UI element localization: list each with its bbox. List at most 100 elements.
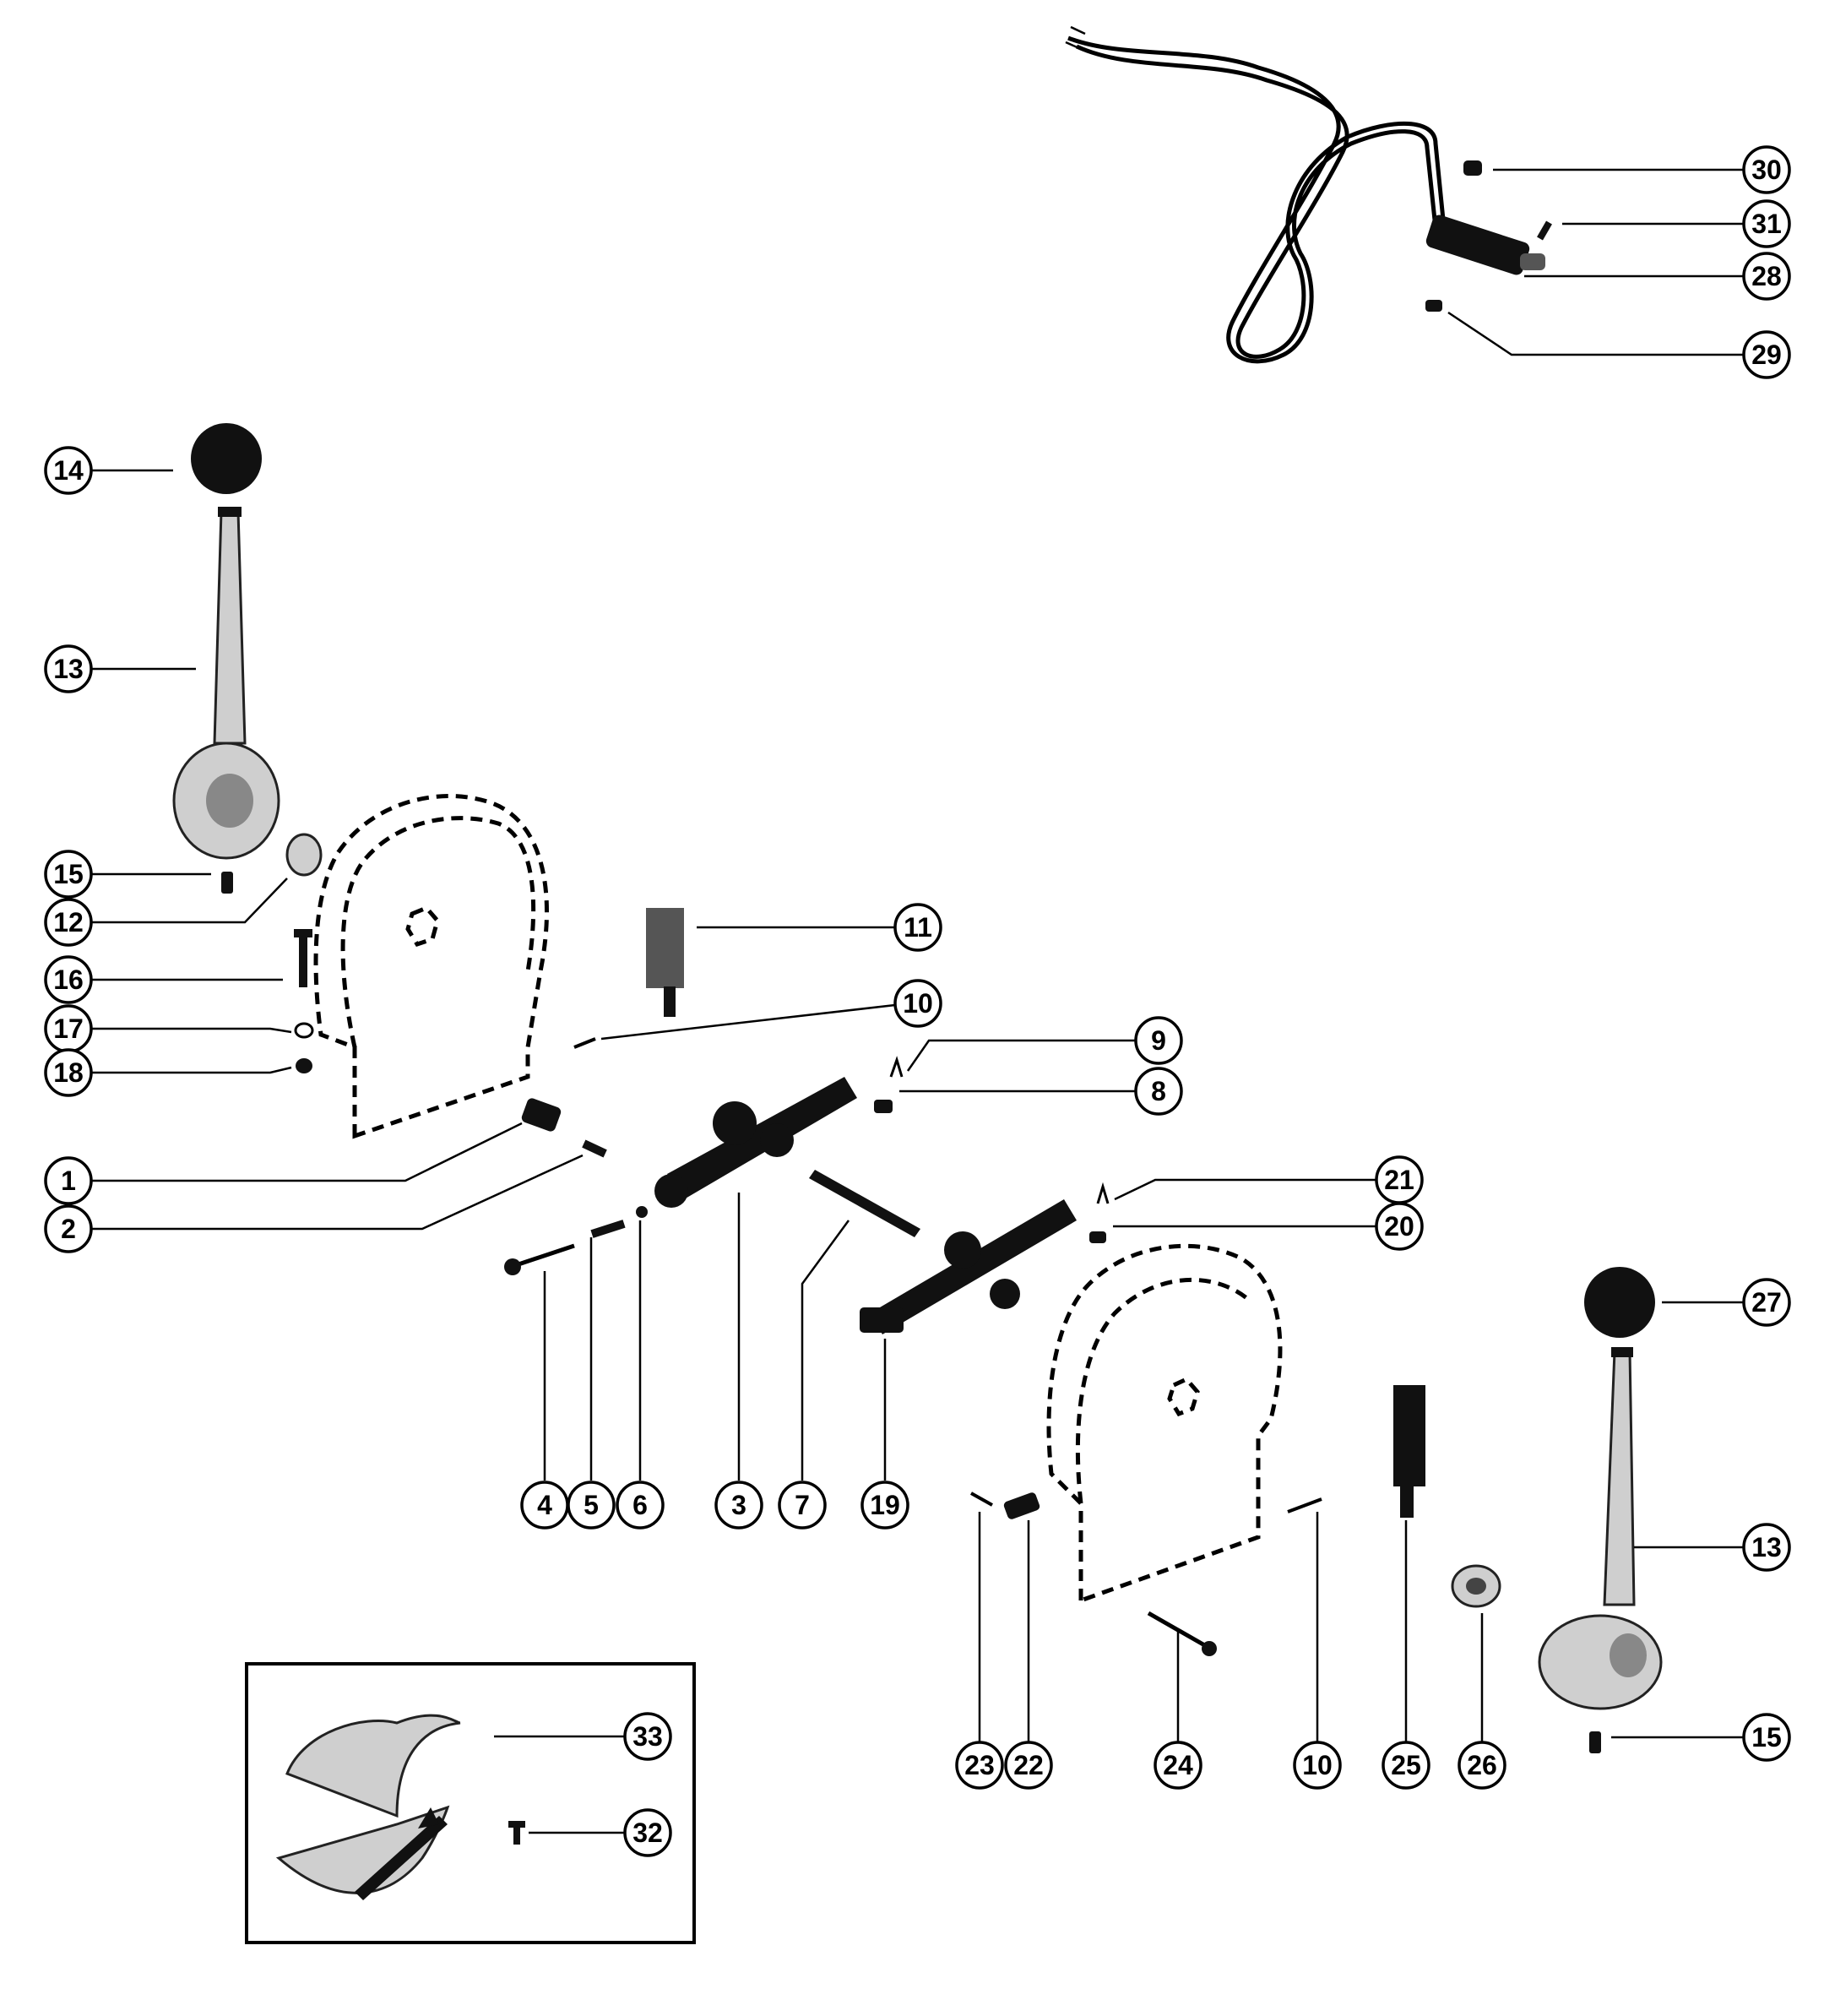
shaft-7 bbox=[809, 1170, 920, 1237]
set-screw-right bbox=[1589, 1731, 1601, 1753]
handle-right bbox=[1538, 1347, 1663, 1710]
callout-label: 14 bbox=[53, 455, 84, 486]
cotter-21 bbox=[1096, 1182, 1110, 1204]
callout-label: 16 bbox=[53, 965, 84, 995]
callout-label: 24 bbox=[1163, 1750, 1193, 1780]
callout-label: 28 bbox=[1751, 261, 1782, 291]
bolt-16 bbox=[294, 929, 312, 987]
callout-label: 17 bbox=[53, 1013, 84, 1044]
callout-28: 28 bbox=[1742, 252, 1791, 301]
callout-label: 26 bbox=[1467, 1750, 1497, 1780]
callout-label: 25 bbox=[1391, 1750, 1421, 1780]
callout-label: 21 bbox=[1384, 1165, 1414, 1195]
plate-25 bbox=[1393, 1385, 1425, 1518]
callout-label: 27 bbox=[1751, 1287, 1782, 1318]
callout-label: 4 bbox=[537, 1490, 552, 1520]
pin-10-lower bbox=[1287, 1497, 1322, 1513]
callout-label: 11 bbox=[904, 912, 932, 943]
set-screw-left bbox=[221, 872, 233, 894]
callout-label: 32 bbox=[632, 1818, 663, 1848]
callout-label: 22 bbox=[1013, 1750, 1044, 1780]
callout-20: 20 bbox=[1375, 1202, 1424, 1251]
callout-21: 21 bbox=[1375, 1155, 1424, 1204]
callout-33: 33 bbox=[623, 1712, 672, 1761]
lever-3 bbox=[654, 1077, 857, 1208]
callout-10-lower: 10 bbox=[1293, 1741, 1342, 1790]
callout-19: 19 bbox=[860, 1481, 909, 1530]
callout-29: 29 bbox=[1742, 330, 1791, 379]
callout-label: 9 bbox=[1151, 1025, 1166, 1056]
knob-left bbox=[191, 423, 262, 494]
bushing-8 bbox=[874, 1100, 893, 1113]
callout-label: 33 bbox=[632, 1721, 663, 1752]
callout-label: 23 bbox=[964, 1750, 995, 1780]
callout-9: 9 bbox=[1134, 1016, 1183, 1065]
callout-label: 5 bbox=[584, 1490, 599, 1520]
callout-label: 3 bbox=[731, 1490, 746, 1520]
callout-17: 17 bbox=[44, 1004, 93, 1053]
control-housing-outline-lower bbox=[1046, 1243, 1283, 1604]
callout-16: 16 bbox=[44, 955, 93, 1004]
callout-label: 10 bbox=[903, 988, 933, 1019]
plate-11 bbox=[646, 908, 684, 1017]
callout-24: 24 bbox=[1154, 1741, 1202, 1790]
callout-label: 18 bbox=[53, 1057, 84, 1088]
washer-left bbox=[285, 833, 323, 877]
bolt-24 bbox=[1147, 1611, 1217, 1656]
callout-26: 26 bbox=[1458, 1741, 1506, 1790]
pin-10-upper bbox=[573, 1037, 596, 1049]
callout-label: 2 bbox=[61, 1214, 76, 1244]
callout-1: 1 bbox=[44, 1156, 93, 1205]
callout-18: 18 bbox=[44, 1048, 93, 1097]
callout-label: 15 bbox=[53, 859, 84, 889]
bracket-22 bbox=[1003, 1492, 1040, 1519]
callout-label: 7 bbox=[795, 1490, 810, 1520]
nut-18 bbox=[296, 1058, 312, 1073]
callout-label: 1 bbox=[61, 1166, 76, 1196]
leader-lines bbox=[91, 168, 1744, 1834]
callout-23: 23 bbox=[955, 1741, 1004, 1790]
bushing-20 bbox=[1089, 1231, 1106, 1243]
callout-label: 20 bbox=[1384, 1211, 1414, 1242]
callout-27: 27 bbox=[1742, 1278, 1791, 1327]
callout-label: 8 bbox=[1151, 1076, 1166, 1106]
callout-label: 29 bbox=[1751, 340, 1782, 370]
callout-label: 12 bbox=[53, 907, 84, 937]
callout-label: 10 bbox=[1302, 1750, 1333, 1780]
callout-5: 5 bbox=[567, 1481, 616, 1530]
bracket-1 bbox=[521, 1098, 562, 1132]
callout-label: 19 bbox=[870, 1490, 900, 1520]
lever-19 bbox=[860, 1199, 1077, 1334]
callout-label: 6 bbox=[632, 1490, 648, 1520]
screw-2 bbox=[582, 1139, 607, 1158]
callout-7: 7 bbox=[778, 1481, 827, 1530]
pin-23 bbox=[970, 1492, 993, 1507]
callout-label: 30 bbox=[1751, 155, 1782, 185]
callout-8: 8 bbox=[1134, 1067, 1183, 1116]
callout-32: 32 bbox=[623, 1808, 672, 1857]
callout-label: 15 bbox=[1751, 1722, 1782, 1752]
callout-25: 25 bbox=[1382, 1741, 1430, 1790]
nut bbox=[1425, 300, 1442, 312]
callout-2: 2 bbox=[44, 1204, 93, 1253]
screw-4 bbox=[504, 1243, 575, 1275]
callout-22: 22 bbox=[1004, 1741, 1053, 1790]
switch-assembly bbox=[1425, 215, 1545, 275]
callout-13-left: 13 bbox=[44, 644, 93, 693]
handle-left bbox=[172, 507, 280, 860]
callout-30: 30 bbox=[1742, 145, 1791, 194]
callout-13-right: 13 bbox=[1742, 1523, 1791, 1572]
callout-4: 4 bbox=[520, 1481, 569, 1530]
small-screw bbox=[1537, 220, 1552, 241]
callout-6: 6 bbox=[616, 1481, 665, 1530]
callout-10-upper: 10 bbox=[893, 979, 942, 1028]
inset-box bbox=[245, 1662, 696, 1944]
callout-15-right: 15 bbox=[1742, 1713, 1791, 1762]
washer-17 bbox=[294, 1022, 314, 1039]
callout-3: 3 bbox=[714, 1481, 763, 1530]
cotter-9 bbox=[889, 1056, 904, 1078]
callout-label: 13 bbox=[1751, 1532, 1782, 1562]
callout-15-left: 15 bbox=[44, 850, 93, 899]
clip bbox=[1463, 160, 1482, 176]
callout-12: 12 bbox=[44, 898, 93, 947]
